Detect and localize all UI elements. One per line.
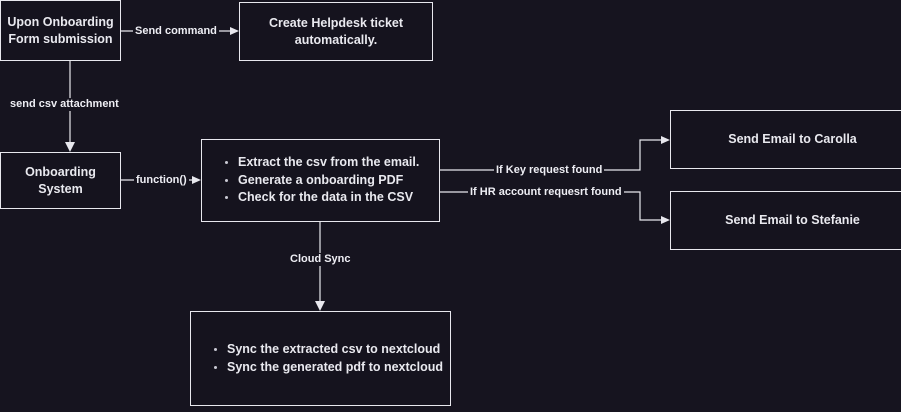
node-label: Send Email to Carolla bbox=[728, 132, 857, 146]
arrowhead-helpdesk bbox=[230, 27, 239, 35]
edge-label-if-key-request-found: If Key request found bbox=[494, 164, 605, 177]
arrowhead-process-steps bbox=[192, 176, 201, 184]
node-label: Create Helpdesk ticket automatically. bbox=[268, 15, 404, 47]
cloud-sync-steps-list: Sync the extracted csv to nextcloud Sync… bbox=[191, 341, 443, 376]
list-item: Check for the data in the CSV bbox=[238, 189, 419, 207]
node-send-email-to-carolla[interactable]: Send Email to Carolla bbox=[670, 110, 901, 169]
list-item: Generate a onboarding PDF bbox=[238, 172, 419, 190]
process-steps-list: Extract the csv from the email. Generate… bbox=[202, 154, 419, 207]
edge-label-if-hr-account-request-found: If HR account requesrt found bbox=[468, 186, 624, 199]
node-cloud-sync-steps[interactable]: Sync the extracted csv to nextcloud Sync… bbox=[190, 311, 451, 406]
edge-label-send-command: Send command bbox=[133, 25, 219, 38]
node-label: Upon Onboarding Form submission bbox=[7, 14, 114, 46]
node-create-helpdesk-ticket[interactable]: Create Helpdesk ticket automatically. bbox=[239, 2, 433, 61]
node-send-email-to-stefanie[interactable]: Send Email to Stefanie bbox=[670, 191, 901, 250]
edge-label-function-call: function() bbox=[134, 174, 189, 187]
list-item: Sync the extracted csv to nextcloud bbox=[227, 341, 443, 359]
edge-label-send-csv-attachment: send csv attachment bbox=[8, 98, 121, 111]
arrowhead-email-carolla bbox=[661, 136, 670, 144]
edge-label-cloud-sync: Cloud Sync bbox=[288, 253, 353, 266]
arrowhead-email-stefanie bbox=[661, 216, 670, 224]
node-process-steps[interactable]: Extract the csv from the email. Generate… bbox=[201, 139, 440, 222]
list-item: Sync the generated pdf to nextcloud bbox=[227, 359, 443, 377]
node-label: Onboarding System bbox=[25, 164, 96, 196]
arrowhead-onboarding-system bbox=[65, 142, 75, 152]
arrowhead-cloud-sync bbox=[315, 301, 325, 311]
node-label: Send Email to Stefanie bbox=[725, 213, 860, 227]
node-upon-onboarding-form-submission[interactable]: Upon Onboarding Form submission bbox=[0, 0, 121, 61]
list-item: Extract the csv from the email. bbox=[238, 154, 419, 172]
node-onboarding-system[interactable]: Onboarding System bbox=[0, 152, 121, 209]
